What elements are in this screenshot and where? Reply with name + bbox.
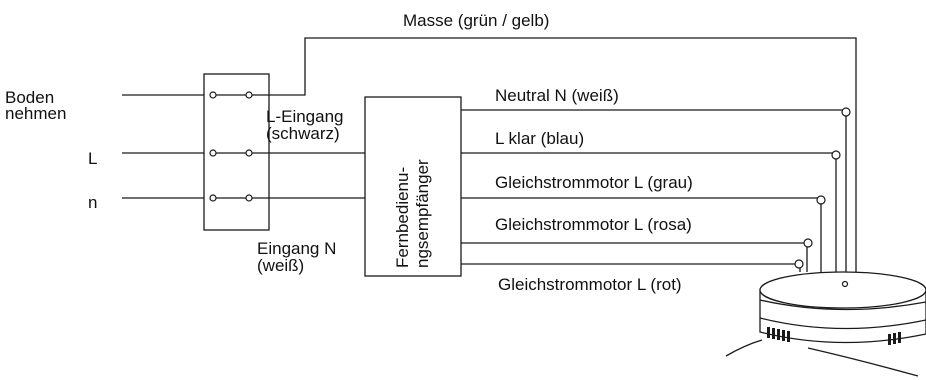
label-out-motor-pink: Gleichstrommotor L (rosa) bbox=[495, 215, 692, 234]
label-input-ground-2: nehmen bbox=[5, 104, 66, 123]
out-wire-motor-pink bbox=[461, 242, 808, 272]
out-wire-motor-grey bbox=[461, 197, 822, 272]
label-out-motor-grey: Gleichstrommotor L (grau) bbox=[495, 173, 693, 192]
fan-motor-housing bbox=[725, 271, 926, 377]
remote-receiver-box bbox=[364, 96, 462, 277]
label-n-input-2: (weiß) bbox=[257, 256, 304, 275]
label-out-light: L klar (blau) bbox=[495, 129, 584, 148]
label-out-neutral: Neutral N (weiß) bbox=[495, 86, 619, 105]
vent-slots-right bbox=[888, 332, 901, 345]
label-l-input-2: (schwarz) bbox=[266, 124, 340, 143]
label-input-L: L bbox=[88, 149, 97, 168]
out-wire-light bbox=[461, 152, 837, 272]
out-terminal-light bbox=[831, 150, 841, 160]
label-input-n: n bbox=[88, 193, 97, 212]
label-ground-top: Masse (grün / gelb) bbox=[403, 11, 549, 30]
label-receiver-1: Fernbedienu- bbox=[393, 167, 412, 268]
label-l-input-1: L-Eingang bbox=[266, 107, 344, 126]
out-wire-motor-red bbox=[461, 263, 801, 272]
vent-slots-left bbox=[767, 327, 790, 342]
terminal-switch-row-3 bbox=[209, 194, 269, 202]
terminal-switch-row-1 bbox=[209, 91, 269, 99]
label-receiver-2: ngsempfänger bbox=[413, 159, 432, 268]
ground-wire bbox=[269, 37, 857, 272]
label-out-motor-red: Gleichstrommotor L (rot) bbox=[498, 275, 682, 294]
out-terminal-motor-grey bbox=[816, 195, 826, 205]
terminal-switch-row-2 bbox=[209, 149, 269, 157]
out-terminal-motor-red bbox=[794, 259, 804, 269]
out-terminal-motor-pink bbox=[803, 238, 813, 248]
label-input-ground-1: Boden bbox=[5, 88, 54, 107]
out-terminal-neutral bbox=[841, 107, 851, 117]
label-n-input-1: Eingang N bbox=[257, 239, 336, 258]
